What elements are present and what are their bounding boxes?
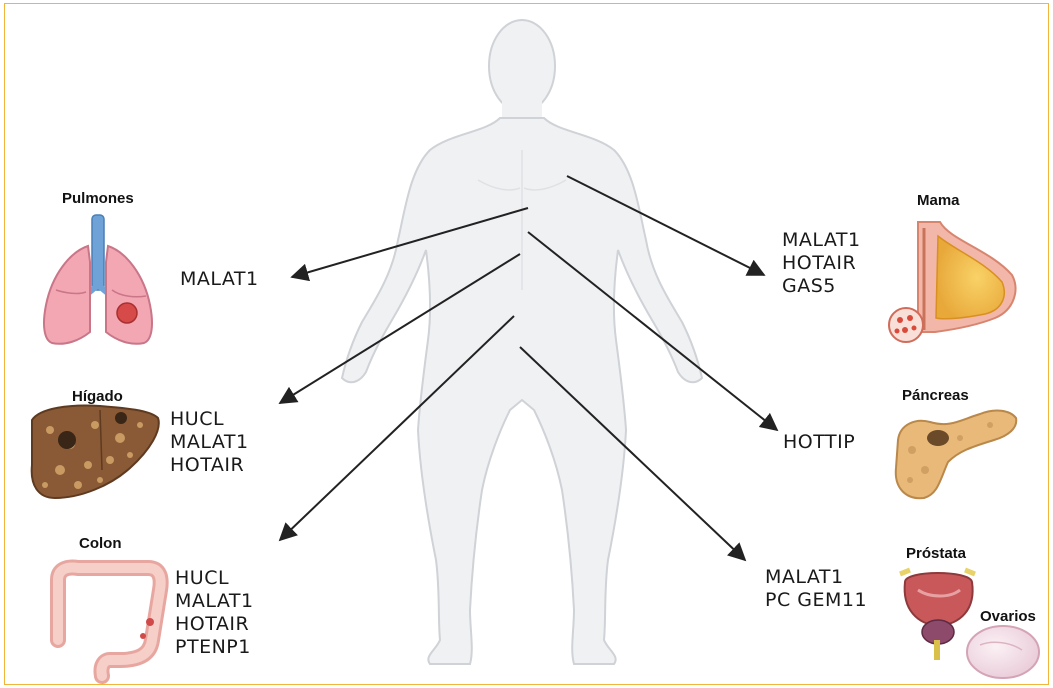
gene-label: MALAT1 — [765, 566, 867, 589]
colon-illustration — [58, 568, 161, 677]
breast-title: Mama — [917, 192, 960, 209]
colon-gene-list: HUCL MALAT1 HOTAIR PTENP1 — [175, 567, 254, 659]
gene-label: GAS5 — [782, 275, 861, 298]
lungs-title: Pulmones — [62, 190, 134, 207]
liver-illustration — [32, 406, 159, 498]
gene-label: HOTAIR — [170, 454, 249, 477]
gene-label: MALAT1 — [782, 229, 861, 252]
liver-gene-list: HUCL MALAT1 HOTAIR — [170, 408, 249, 477]
lungs-illustration — [44, 215, 152, 344]
lungs-gene-list: MALAT1 — [180, 268, 259, 291]
gene-label: MALAT1 — [170, 431, 249, 454]
human-body-figure — [342, 20, 702, 664]
prostate-illustration — [900, 570, 975, 660]
gene-label: HOTAIR — [175, 613, 254, 636]
gene-label: HOTAIR — [782, 252, 861, 275]
pancreas-illustration — [896, 411, 1016, 499]
gene-label: HOTTIP — [783, 431, 855, 454]
gene-label: HUCL — [170, 408, 249, 431]
prostate-gene-list: MALAT1 PC GEM11 — [765, 566, 867, 612]
liver-title: Hígado — [72, 388, 123, 405]
breast-illustration — [889, 222, 1015, 342]
ovaries-title: Ovarios — [980, 608, 1036, 625]
ovary-illustration — [967, 626, 1039, 678]
gene-label: MALAT1 — [180, 268, 259, 291]
gene-label: HUCL — [175, 567, 254, 590]
gene-label: PTENP1 — [175, 636, 254, 659]
prostate-title: Próstata — [906, 545, 966, 562]
gene-label: PC GEM11 — [765, 589, 867, 612]
pancreas-gene-list: HOTTIP — [783, 431, 855, 454]
pancreas-title: Páncreas — [902, 387, 969, 404]
gene-label: MALAT1 — [175, 590, 254, 613]
breast-gene-list: MALAT1 HOTAIR GAS5 — [782, 229, 861, 298]
colon-title: Colon — [79, 535, 122, 552]
